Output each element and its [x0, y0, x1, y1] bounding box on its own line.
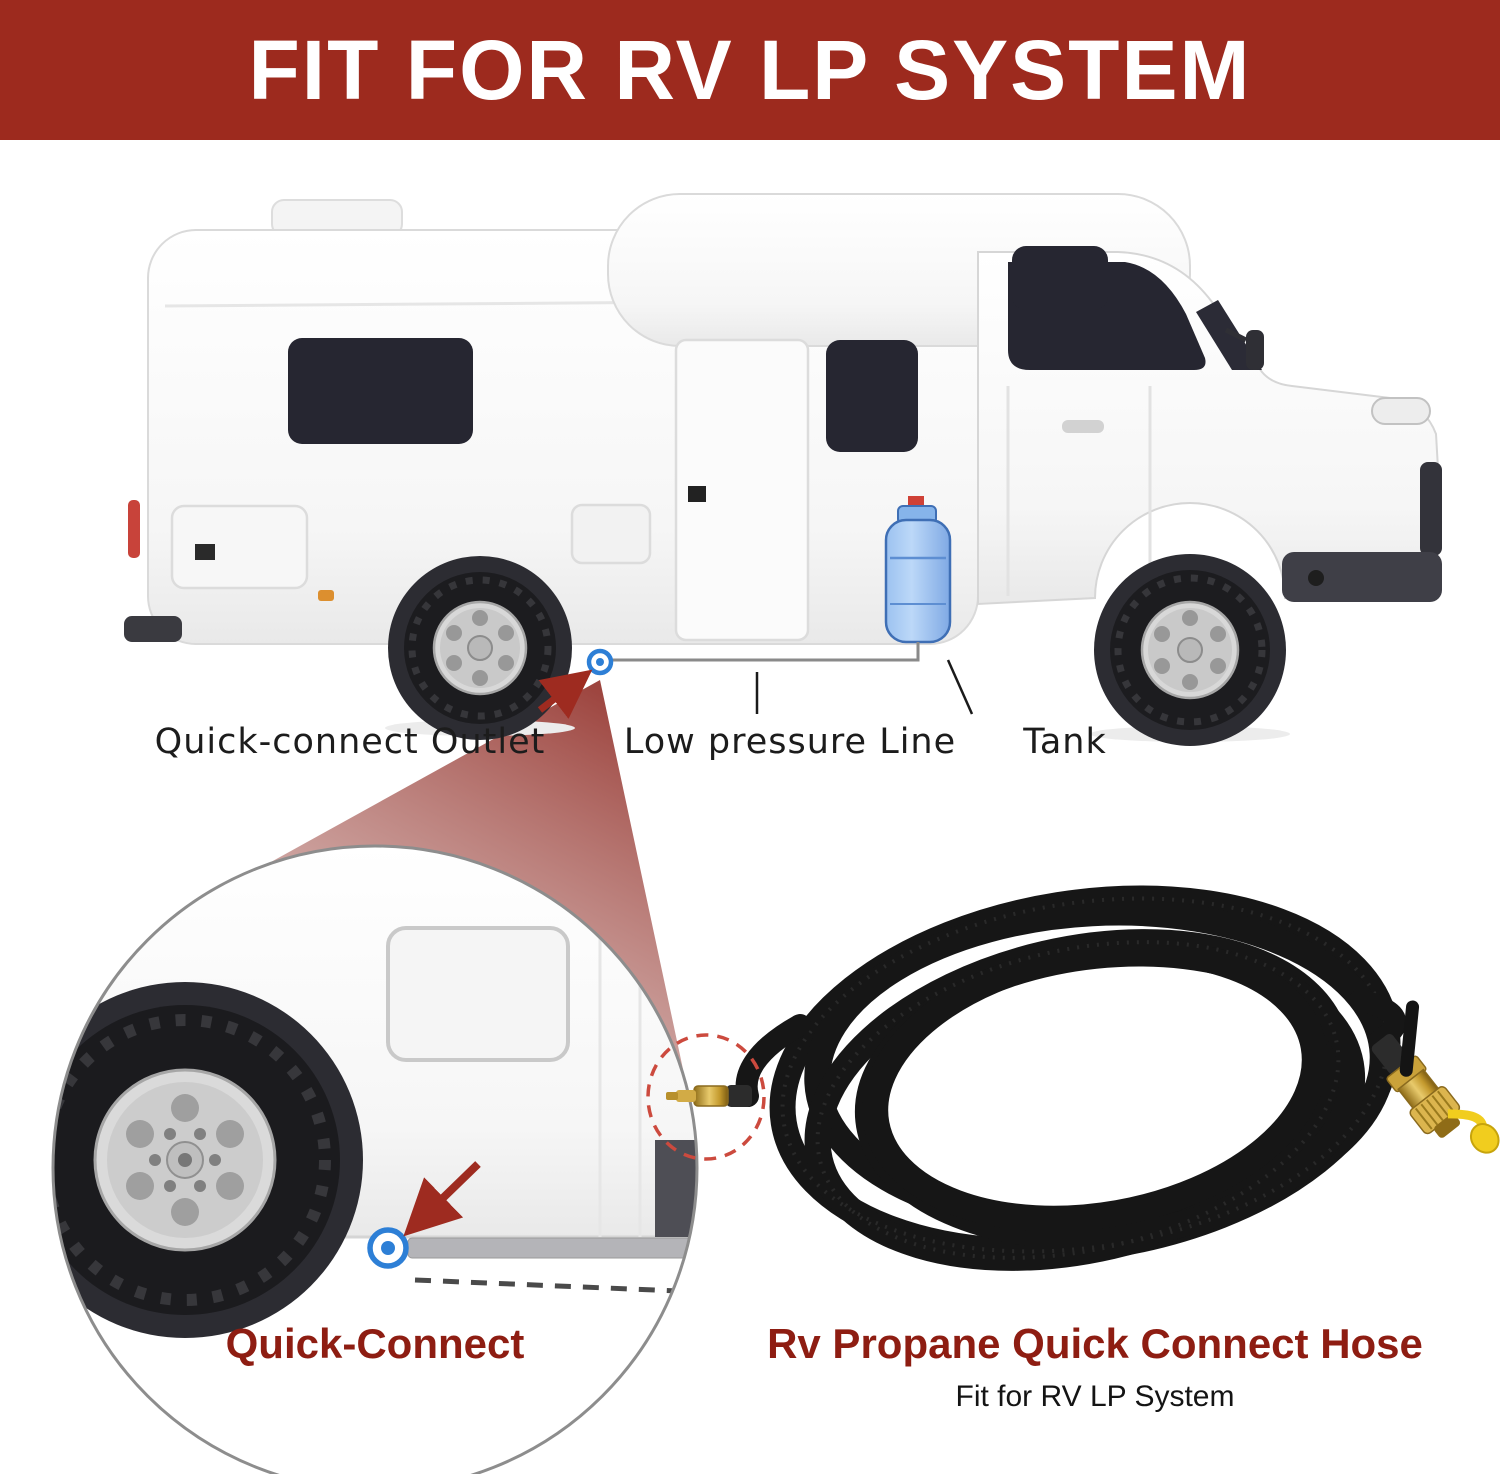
- windshield: [1196, 300, 1262, 370]
- fog-light-icon: [1308, 570, 1324, 586]
- side-window: [826, 340, 918, 452]
- cabover-window: [1012, 246, 1108, 310]
- zoom-window: [386, 926, 570, 1062]
- zoom-detail-label: Quick-Connect: [225, 1320, 525, 1367]
- zoom-wheel-icon: [53, 982, 363, 1338]
- callout-quick-connect-outlet: Quick-connect Outlet: [154, 722, 546, 762]
- front-wheel-icon: [1094, 554, 1286, 746]
- callout-low-pressure-line: Low pressure Line: [623, 722, 957, 762]
- product-title: Rv Propane Quick Connect Hose: [767, 1320, 1423, 1367]
- banner-title: FIT FOR RV LP SYSTEM: [248, 22, 1252, 117]
- zoom-circle: [51, 844, 699, 1474]
- gas-line: [604, 642, 920, 662]
- zoom-arrow-icon: [403, 1161, 481, 1237]
- callout-pointers: [537, 659, 974, 719]
- banner: FIT FOR RV LP SYSTEM: [0, 0, 1500, 140]
- front-bumper: [1282, 552, 1442, 602]
- side-mirror-icon: [1246, 330, 1264, 370]
- rear-bumper: [124, 616, 182, 642]
- rear-wheel-icon: [388, 556, 572, 740]
- front-grille: [1420, 462, 1442, 556]
- headlight-icon: [1371, 397, 1431, 425]
- rv-illustration: [124, 193, 1443, 746]
- marker-light-icon: [318, 590, 334, 601]
- entry-door: [674, 338, 810, 642]
- outlet-arrow-icon: [537, 669, 593, 719]
- storage-hatch: [170, 504, 309, 590]
- plug-fitting-icon: [666, 1085, 752, 1107]
- hose-illustration: [646, 885, 1500, 1271]
- rear-window: [288, 338, 473, 444]
- plug-highlight-dashed-circle: [646, 1033, 766, 1161]
- quick-connect-fitting-icon: [1371, 1000, 1500, 1154]
- shutoff-lever-icon: [1399, 1000, 1420, 1077]
- callout-tank: Tank: [1023, 722, 1107, 762]
- product-subtitle: Fit for RV LP System: [955, 1380, 1235, 1413]
- small-hatch: [570, 503, 652, 565]
- dust-cap-icon: [1469, 1123, 1500, 1154]
- tail-light-icon: [128, 500, 140, 558]
